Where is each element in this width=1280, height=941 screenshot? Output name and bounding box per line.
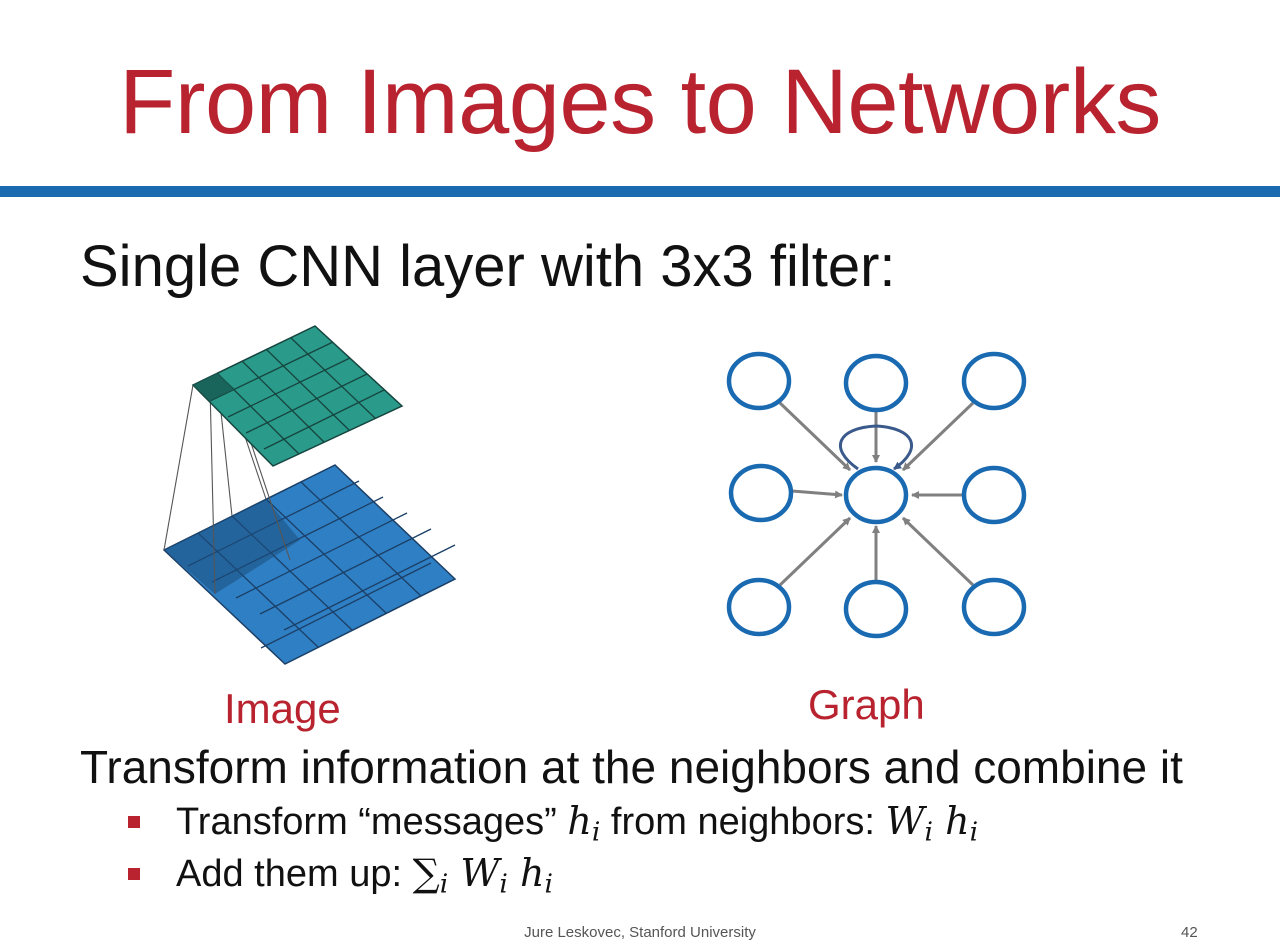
output-feature-grid [191, 325, 404, 467]
graph-edges [778, 401, 975, 587]
node-top-right [961, 351, 1027, 411]
formula-h-i: hi [567, 799, 601, 848]
bullet-transform-prefix: Transform “messages” [176, 801, 568, 843]
node-bottom-right [961, 577, 1027, 637]
bullet-add-prefix: Add them up: [176, 853, 413, 895]
node-center [843, 465, 909, 525]
title-divider [0, 186, 1280, 197]
cnn-illustration [162, 325, 457, 665]
bullet-marker [128, 868, 140, 880]
slide-title: From Images to Networks [119, 51, 1161, 153]
graph-illustration [726, 351, 1027, 639]
image-caption: Image [224, 685, 341, 732]
formula-w-i-h-i: Wi hi [885, 799, 979, 848]
footer-credit: Jure Leskovec, Stanford University [524, 924, 756, 941]
slide-subtitle: Single CNN layer with 3x3 filter: [80, 234, 896, 299]
node-bottom-left [726, 577, 792, 637]
bullet-transform-mid: from neighbors: [600, 801, 886, 843]
node-left [728, 463, 794, 523]
output-cell-highlight [193, 373, 235, 401]
node-right [961, 465, 1027, 525]
bullet-marker [128, 816, 140, 828]
input-image-grid [162, 464, 457, 665]
graph-nodes [726, 351, 1027, 639]
formula-sum: ∑i Wi hi [412, 851, 553, 900]
receptive-field-patch [164, 499, 300, 594]
page-number: 42 [1181, 924, 1198, 941]
graph-caption: Graph [808, 681, 925, 728]
node-top [843, 353, 909, 413]
body-text: Transform information at the neighbors a… [80, 741, 1183, 793]
self-loop-edge [838, 424, 914, 471]
node-top-left [726, 351, 792, 411]
node-bottom [843, 579, 909, 639]
